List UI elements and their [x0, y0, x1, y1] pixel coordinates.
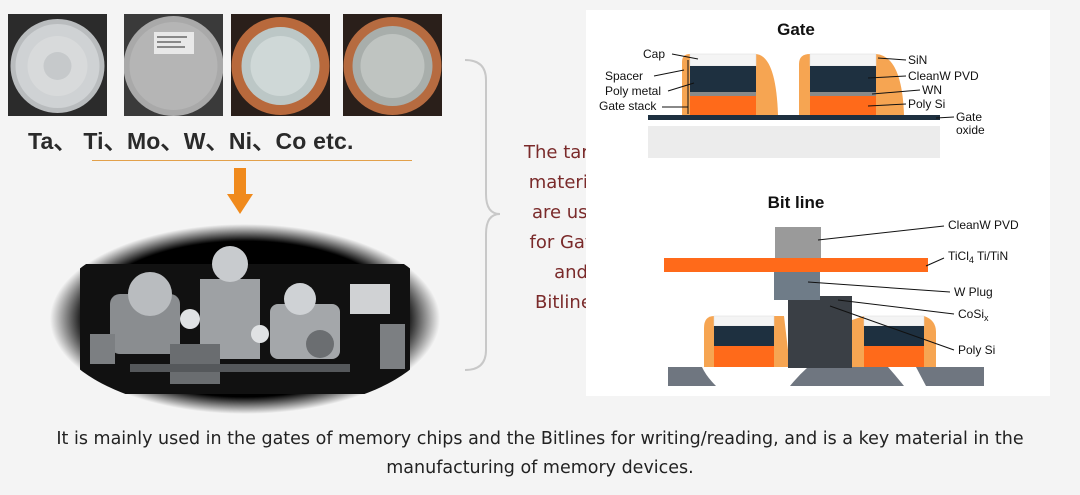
- gate-oxide: [648, 115, 940, 120]
- right-spacer-left: [799, 54, 810, 115]
- right-brace: [462, 58, 502, 379]
- label-wn: WN: [922, 83, 942, 97]
- target-photo-3: [231, 14, 330, 116]
- right-poly-si: [810, 96, 876, 115]
- bl-right-cleanw: [864, 326, 924, 346]
- left-spacer-right: [756, 54, 778, 115]
- left-wn: [690, 92, 756, 96]
- label-ticl-prefix: TiCl: [948, 249, 969, 263]
- gate-bitline-diagram: Gate Cap Spacer Poly metal Gate stack Si…: [586, 10, 1050, 396]
- label-poly-si-gate: Poly Si: [908, 97, 945, 111]
- bitline-substrate-left: [668, 367, 716, 386]
- bl-right-spacer-l: [852, 316, 864, 367]
- label-cleanw-bitline: CleanW PVD: [948, 218, 1019, 232]
- bottom-line-1: It is mainly used in the gates of memory…: [56, 429, 1024, 449]
- sputtering-machine-photo: [50, 224, 440, 414]
- left-poly-si: [690, 96, 756, 115]
- bl-left-poly: [714, 346, 774, 367]
- target-photo-2: [123, 14, 224, 116]
- label-cosi: CoSix: [958, 307, 989, 323]
- bottom-description: It is mainly used in the gates of memory…: [0, 425, 1080, 483]
- right-cap: [809, 53, 877, 67]
- caption-line: and: [554, 262, 588, 283]
- bl-left-spacer-r: [774, 316, 790, 367]
- bl-left-cap: [713, 315, 775, 327]
- bl-right-poly: [864, 346, 924, 367]
- label-cosi-prefix: CoSi: [958, 307, 984, 321]
- label-ticl-sub: 4: [969, 255, 974, 265]
- bitline-substrate-right: [916, 367, 984, 386]
- label-spacer: Spacer: [605, 69, 643, 83]
- label-sin: SiN: [908, 53, 927, 67]
- bitline-title: Bit line: [768, 193, 825, 212]
- label-gate-stack: Gate stack: [599, 99, 657, 113]
- label-cosi-sub: x: [984, 313, 989, 323]
- label-poly-metal: Poly metal: [605, 84, 661, 98]
- label-ticl-suffix: Ti/TiN: [974, 249, 1008, 263]
- bl-cosi: [788, 296, 852, 368]
- label-w-plug: W Plug: [954, 285, 993, 299]
- bitline-substrate-mid: [790, 367, 904, 386]
- label-gate-oxide-1: Gate: [956, 110, 982, 124]
- gate-substrate: [648, 126, 940, 158]
- right-spacer-right: [876, 54, 904, 115]
- label-poly-si-bitline: Poly Si: [958, 343, 995, 357]
- label-gate-oxide-2: oxide: [956, 123, 985, 137]
- gate-title: Gate: [777, 20, 815, 39]
- label-ticl: TiCl4 Ti/TiN: [948, 249, 1008, 265]
- bl-cleanw: [775, 227, 821, 258]
- target-photo-4: [343, 14, 442, 116]
- divider-line: [92, 160, 412, 161]
- label-cap: Cap: [643, 47, 665, 61]
- left-cleanw: [690, 66, 756, 92]
- bl-left-cleanw: [714, 326, 774, 346]
- left-cap: [689, 53, 757, 67]
- metals-list: Ta、 Ti、Mo、W、Ni、Co etc.: [28, 128, 354, 154]
- right-wn: [810, 92, 876, 96]
- bl-wplug-inner: [776, 272, 818, 296]
- bottom-line-2: manufacturing of memory devices.: [386, 458, 694, 478]
- right-cleanw: [810, 66, 876, 92]
- bl-left-spacer-l: [704, 316, 714, 367]
- down-arrow-icon: [227, 168, 253, 219]
- target-photo-1: [8, 14, 107, 116]
- bl-ticl-line: [664, 258, 928, 272]
- label-cleanw-gate: CleanW PVD: [908, 69, 979, 83]
